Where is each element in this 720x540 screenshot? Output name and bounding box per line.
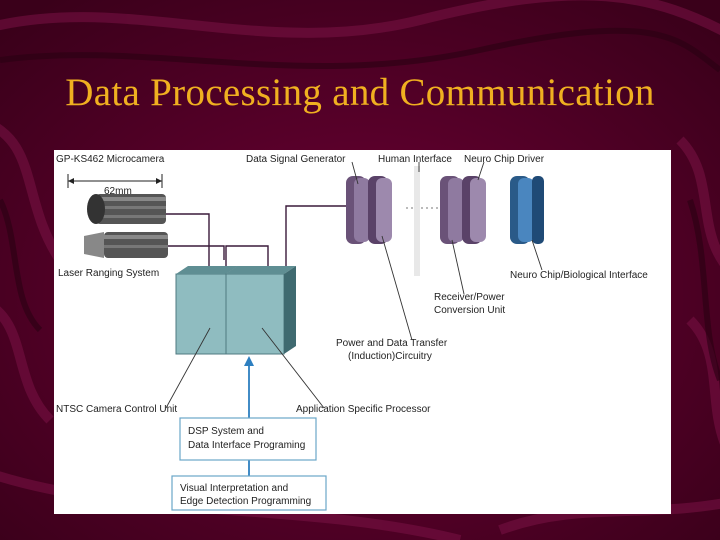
receiver-discs (440, 176, 486, 244)
label-neuro-bio: Neuro Chip/Biological Interface (510, 270, 648, 281)
label-dimension: 62mm (104, 186, 132, 197)
label-receiver-line2: Conversion Unit (434, 305, 505, 316)
data-signal-generator-discs (346, 176, 392, 244)
label-dsp-line1: DSP System and (188, 426, 264, 437)
label-visual-line1: Visual Interpretation and (180, 483, 288, 494)
label-power-line2: (Induction)Circuitry (348, 351, 432, 362)
connection-wires (166, 205, 346, 270)
label-laser: Laser Ranging System (58, 268, 159, 279)
asp-unit (225, 266, 296, 355)
neuro-chip-discs (510, 176, 544, 244)
laser-ranging-icon (84, 232, 168, 258)
label-visual-line2: Edge Detection Programming (180, 496, 311, 507)
label-asp: Application Specific Processor (296, 404, 431, 415)
label-dsp-line2: Data Interface Programing (188, 440, 305, 451)
label-neuro-driver: Neuro Chip Driver (464, 154, 545, 165)
slide-title: Data Processing and Communication (65, 71, 655, 114)
system-diagram: GP-KS462 Microcamera 62mm Laser Ranging … (54, 150, 671, 514)
dimension-line (67, 174, 163, 188)
label-data-signal: Data Signal Generator (246, 154, 346, 165)
dsp-box (179, 417, 317, 461)
human-interface-link (406, 166, 438, 276)
label-ntsc: NTSC Camera Control Unit (56, 404, 177, 415)
label-microcamera: GP-KS462 Microcamera (56, 154, 165, 165)
visual-box (171, 475, 327, 511)
microcamera-icon (87, 194, 166, 224)
label-power-line1: Power and Data Transfer (336, 338, 448, 349)
label-pointers (165, 161, 543, 409)
label-human-interface: Human Interface (378, 154, 452, 165)
label-receiver-line1: Receiver/Power (434, 292, 505, 303)
